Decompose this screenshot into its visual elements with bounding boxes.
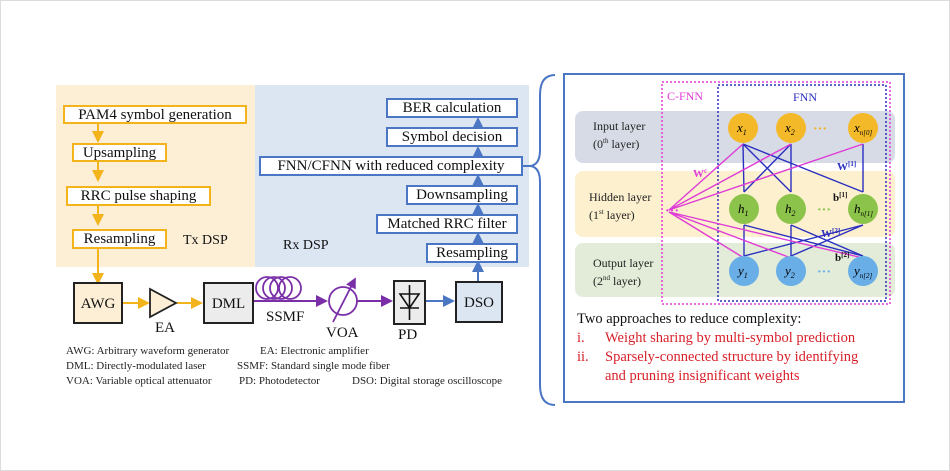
rx-block-symbol-decision: Symbol decision [386,127,518,147]
input-nodes [728,113,878,143]
output-nodes [729,256,878,286]
approaches-title: Two approaches to reduce complexity: [577,311,802,327]
output-layer-sub: (2nd layer) [593,274,641,288]
approach-2-num: ii. [577,349,589,365]
input-node [848,113,878,143]
weight-w2-label: W[2] [821,227,840,240]
output-node [848,256,878,286]
rx-block-resampling: Resampling [426,243,518,263]
approach-2-text: Sparsely-connected structure by identify… [605,349,859,365]
legend-ea: EA: Electronic amplifier [260,345,369,357]
legend-voa: VOA: Variable optical attenuator [66,375,212,387]
hidden-node [848,194,878,224]
fnn-label: FNN [793,90,817,104]
cfnn-label: C-FNN [667,89,703,103]
dso-block: DSO [455,281,503,323]
tx-block-upsampling: Upsampling [72,143,167,162]
hidden-nodes [729,194,878,224]
bias-b2-label: b[2] [835,251,849,264]
dml-block: DML [203,282,254,324]
tx-block-resampling: Resampling [72,229,167,249]
output-node-label: y1 [736,263,748,280]
rx-block-ber: BER calculation [386,98,518,118]
input-node-label: x2 [784,120,795,137]
input-dots: ··· [813,122,827,137]
legend-dso: DSO: Digital storage oscilloscope [352,375,503,387]
tx-block-pam4: PAM4 symbol generation [63,105,247,124]
input-layer-label: Input layer (0th layer) [593,119,645,152]
network-graph: C-FNN FNN ··· [661,81,891,305]
awg-block: AWG [73,282,123,324]
hidden-node-label: h1 [738,201,749,218]
approach-2-text-cont: and pruning insignificant weights [605,368,800,384]
hidden-layer-label: Hidden layer (1st layer) [589,190,651,223]
curly-brace [529,74,556,406]
photodiode-icon [398,285,421,320]
weight-wc-label: Wc [693,167,707,180]
hidden-node [729,194,759,224]
input-node [776,113,806,143]
rx-block-downsampling: Downsampling [406,185,518,205]
input-node [728,113,758,143]
input-layer-name: Input layer [593,119,646,133]
pd-label: PD [398,327,418,343]
ssmf-label: SSMF [266,309,305,325]
output-layer-name: Output layer [593,256,654,270]
pd-block [393,280,426,325]
hidden-node [776,194,806,224]
approach-1-num: i. [577,330,585,346]
tx-dsp-label: Tx DSP [183,233,228,248]
weight-w1-label: W[1] [837,160,856,173]
legend-pd: PD: Photodetector [239,375,320,387]
rx-block-fnn-cfnn: FNN/CFNN with reduced complexity [259,156,523,176]
neural-network-panel: Input layer (0th layer) Hidden layer (1s… [563,73,905,403]
input-node-label: x1 [736,120,747,137]
voa-label: VOA [326,325,359,341]
hidden-layer-sub: (1st layer) [589,208,635,222]
cfnn-connections [668,143,864,259]
output-node-label: y2 [783,263,795,280]
legend-awg: AWG: Arbitrary waveform generator [66,345,230,357]
ea-label: EA [155,320,175,336]
hidden-dots: ··· [817,203,831,218]
rx-dsp-label: Rx DSP [283,238,329,253]
legend-dml: DML: Directly-modulated laser [66,360,206,372]
attenuator-icon [328,277,358,323]
tx-block-rrc-shaping: RRC pulse shaping [66,186,211,206]
amplifier-icon [149,287,178,319]
hidden-layer-name: Hidden layer [589,190,652,204]
output-node [776,256,806,286]
dots-cfnn: ··· [665,204,679,219]
cfnn-frame [661,81,891,305]
output-dots: ··· [817,265,831,280]
fiber-coil-icon [255,276,302,300]
output-node [729,256,759,286]
legend-ssmf: SSMF: Standard single mode fiber [237,360,390,372]
hidden-node-label: h2 [785,201,796,218]
rx-block-matched-rrc: Matched RRC filter [376,214,518,234]
output-layer-label: Output layer (2nd layer) [593,256,653,289]
bias-b1-label: b[1] [833,191,847,204]
input-layer-sub: (0th layer) [593,137,640,151]
approach-1-text: Weight sharing by multi-symbol predictio… [605,330,856,346]
